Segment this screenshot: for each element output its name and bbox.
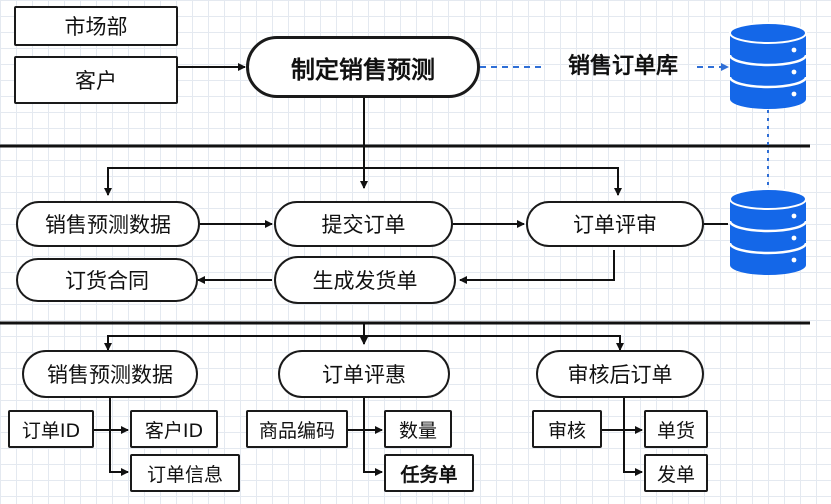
col1-item-order-info: 订单信息 [130, 454, 240, 492]
order-db-label: 销售订单库 [567, 54, 678, 79]
col2-header-node: 订单评惠 [278, 350, 450, 398]
forecast-data-node: 销售预测数据 [16, 201, 200, 247]
make-forecast-node: 制定销售预测 [246, 36, 480, 98]
database-icon-orders [728, 22, 808, 109]
branch-middle [107, 167, 619, 192]
col1-item-customer-id: 客户ID [130, 410, 218, 448]
tree-col1 [109, 398, 129, 476]
col2-item-quantity: 数量 [384, 410, 452, 448]
tree-col3 [623, 398, 643, 476]
col3-item-dispatch: 发单 [644, 454, 708, 492]
order-review-node: 订单评审 [526, 201, 704, 247]
col3-source-box: 审核 [532, 410, 602, 448]
col3-header-node: 审核后订单 [536, 350, 704, 398]
submit-order-node: 提交订单 [274, 201, 453, 247]
col3-item-goods: 单货 [644, 410, 708, 448]
generate-delivery-node: 生成发货单 [274, 256, 456, 304]
order-contract-node: 订货合同 [16, 258, 198, 302]
market-dept-box: 市场部 [14, 6, 178, 46]
customer-box: 客户 [14, 56, 178, 104]
arrow-review-to-delivery [459, 250, 615, 284]
col2-source-box: 商品编码 [246, 410, 348, 448]
col1-source-box: 订单ID [8, 410, 94, 448]
col2-item-task-order: 任务单 [384, 454, 474, 492]
tree-col2 [363, 398, 383, 476]
database-icon-review [728, 188, 808, 275]
col1-header-node: 销售预测数据 [22, 350, 198, 398]
